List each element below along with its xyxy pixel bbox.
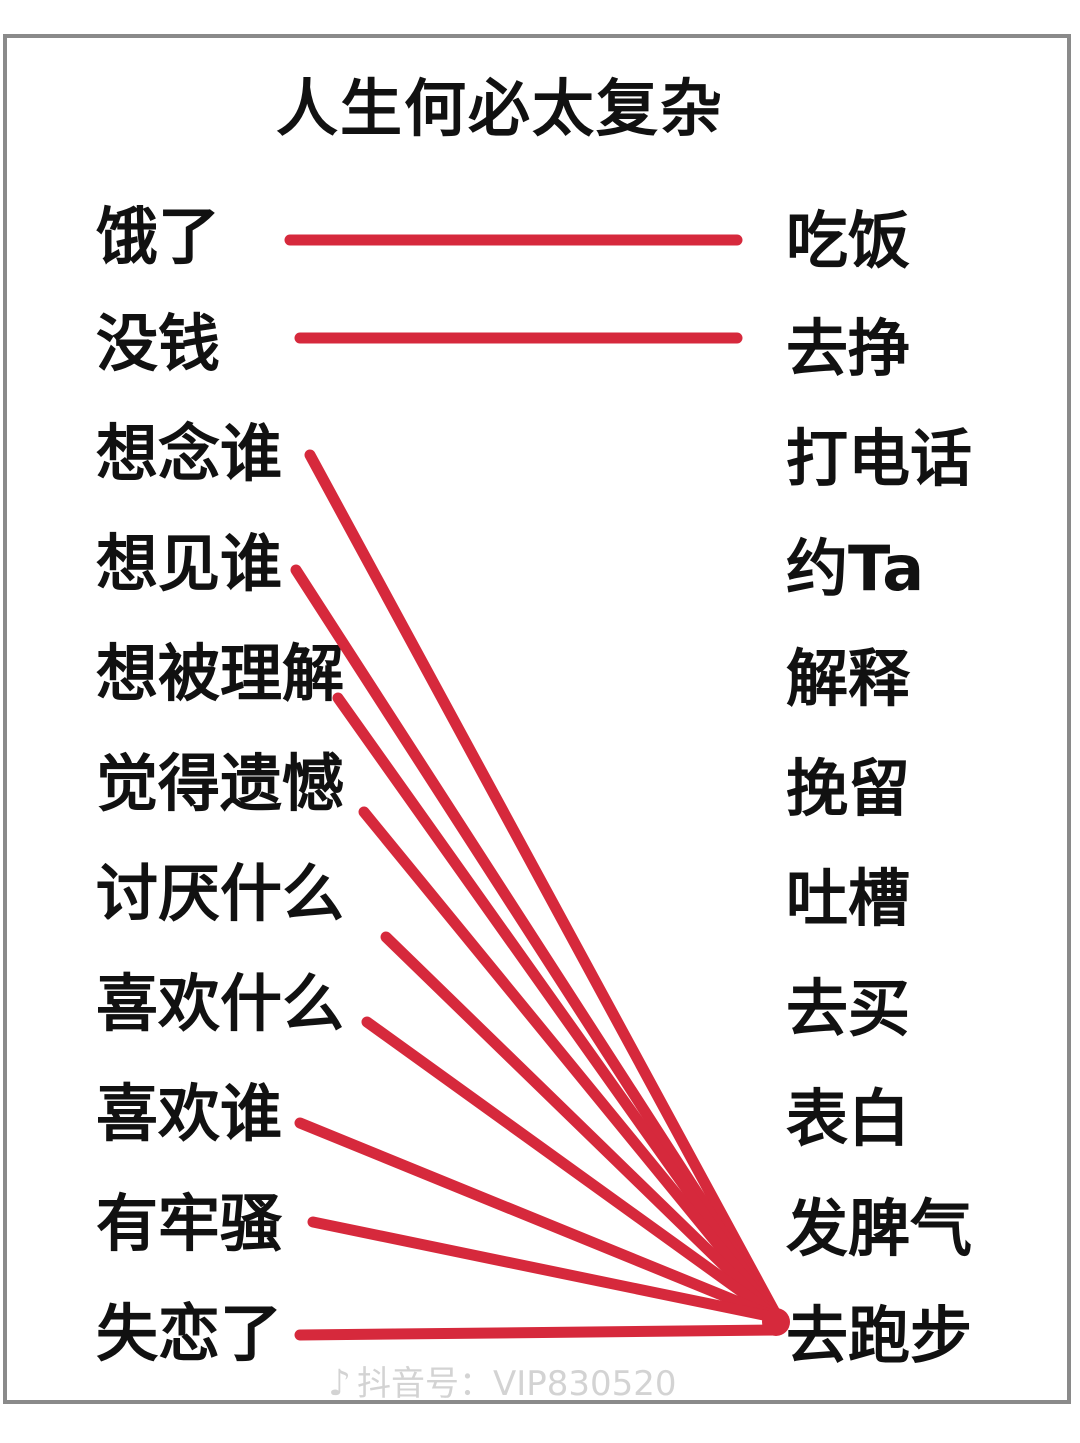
right-item: 解释 [786,642,911,715]
connector-hub [762,1308,790,1336]
connector-line [332,692,784,1324]
left-item: 失恋了 [96,1297,283,1370]
right-item: 打电话 [786,422,973,495]
connector-line [358,806,784,1324]
connector-line [294,1117,784,1324]
left-item: 喜欢什么 [96,967,345,1040]
connector-line [294,1324,784,1341]
page-title: 人生何必太复杂 [275,72,724,145]
right-item: 去挣 [786,312,911,385]
right-item: 约Ta [786,532,925,605]
left-item: 有牢骚 [96,1187,283,1260]
right-item: 去跑步 [786,1299,973,1372]
connector-line [304,449,784,1324]
left-item: 讨厌什么 [96,857,345,930]
right-item: 去买 [786,972,911,1045]
page-border [3,34,1071,1404]
left-item: 觉得遗憾 [96,747,345,820]
left-item: 喜欢谁 [96,1077,283,1150]
connector-line [380,931,784,1324]
left-item: 没钱 [96,307,221,380]
left-item: 想被理解 [96,637,345,710]
connector-line [361,1016,784,1324]
right-item: 挽留 [786,752,911,825]
left-item: 饿了 [96,200,221,273]
left-item: 想念谁 [96,417,283,490]
left-item: 想见谁 [96,527,283,600]
right-item: 表白 [786,1082,911,1155]
right-item: 发脾气 [786,1192,973,1265]
watermark-text: 抖音号：VIP830520 [356,1364,677,1404]
connector-line [290,564,784,1324]
right-item: 吐槽 [786,862,911,935]
watermark: ♪抖音号：VIP830520 [328,1366,677,1402]
douyin-icon: ♪ [328,1363,351,1404]
right-item: 吃饭 [786,204,911,277]
connector-line [307,1216,784,1324]
